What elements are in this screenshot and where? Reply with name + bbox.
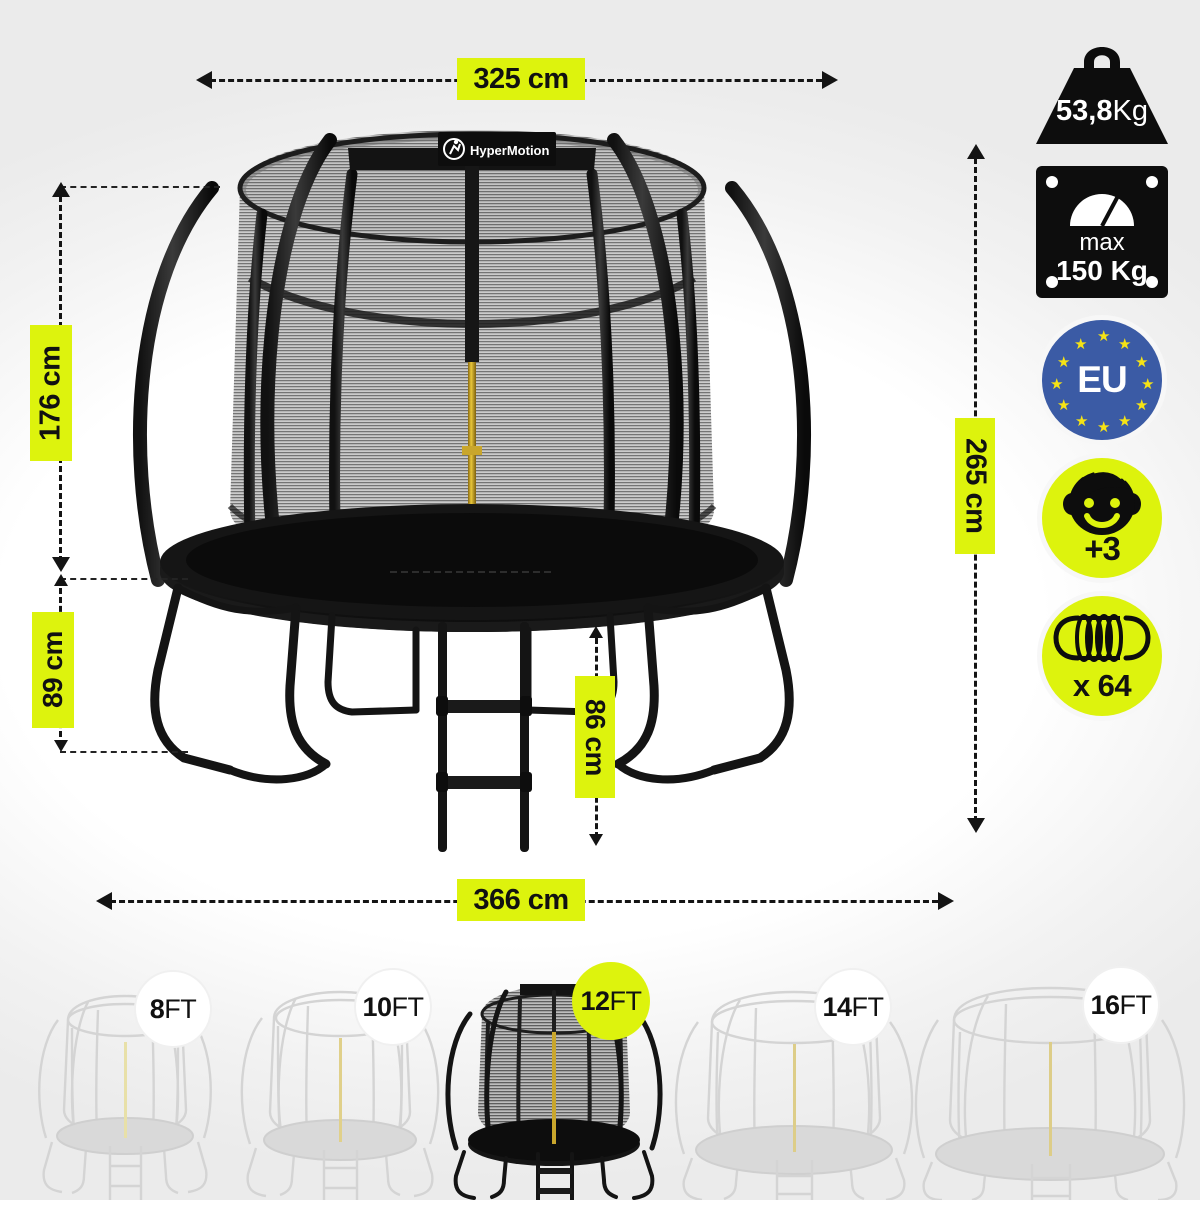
dimension-label-265cm: 265 cm: [955, 418, 995, 554]
max-value: 150 Kg: [1056, 255, 1148, 286]
size-unit: FT: [164, 993, 197, 1024]
size-thumb-8ft: [38, 994, 212, 1200]
dimension-label-86cm: 86 cm: [575, 676, 615, 798]
dimension-label-89cm: 89 cm: [32, 612, 74, 728]
gauge-max-load-icon: max 150 Kg 150 Kg: [1032, 162, 1172, 302]
spring-coil-icon: x 64: [1042, 596, 1162, 716]
max-caption: max: [1079, 229, 1124, 256]
eu-label: EU: [1077, 359, 1127, 400]
size-number: 10: [362, 991, 392, 1022]
trampoline-ladder: [436, 622, 532, 852]
size-unit: FT: [609, 985, 643, 1016]
size-unit: FT: [391, 991, 425, 1022]
size-unit: FT: [851, 991, 885, 1022]
eu-flag-icon: ★ ★ ★ ★ ★ ★ ★ ★ ★ ★ ★ ★ EU: [1042, 320, 1162, 440]
size-number: 12: [580, 985, 610, 1016]
brand-banner: HyperMotion: [348, 132, 596, 362]
dimension-label-176cm: 176 cm: [30, 325, 72, 461]
size-thumb-14ft: [674, 990, 914, 1202]
child-face-icon: +3: [1042, 458, 1162, 578]
spec-icon-column: 53,8Kg 53,8Kg max 150 Kg 150 Kg ★ ★ ★: [1016, 28, 1188, 716]
springs-label: x 64: [1072, 668, 1132, 703]
size-thumb-16ft: [914, 986, 1186, 1202]
size-number: 8: [149, 993, 165, 1024]
dimension-label-366cm: 366 cm: [457, 879, 585, 921]
trampoline-mat-pad: [160, 504, 784, 632]
size-unit: FT: [1119, 989, 1153, 1020]
weight-kettlebell-icon: 53,8Kg 53,8Kg: [1022, 28, 1182, 148]
brand-logo-text: HyperMotion: [470, 143, 550, 158]
weight-value: 53,8Kg: [1056, 95, 1148, 127]
trampoline-main-illustration: HyperMotion: [133, 130, 811, 852]
size-number: 16: [1090, 989, 1120, 1020]
size-number: 14: [822, 991, 852, 1022]
age-label: +3: [1084, 530, 1121, 567]
trampoline-legs: [150, 583, 794, 784]
dimension-label-325cm: 325 cm: [457, 58, 585, 100]
